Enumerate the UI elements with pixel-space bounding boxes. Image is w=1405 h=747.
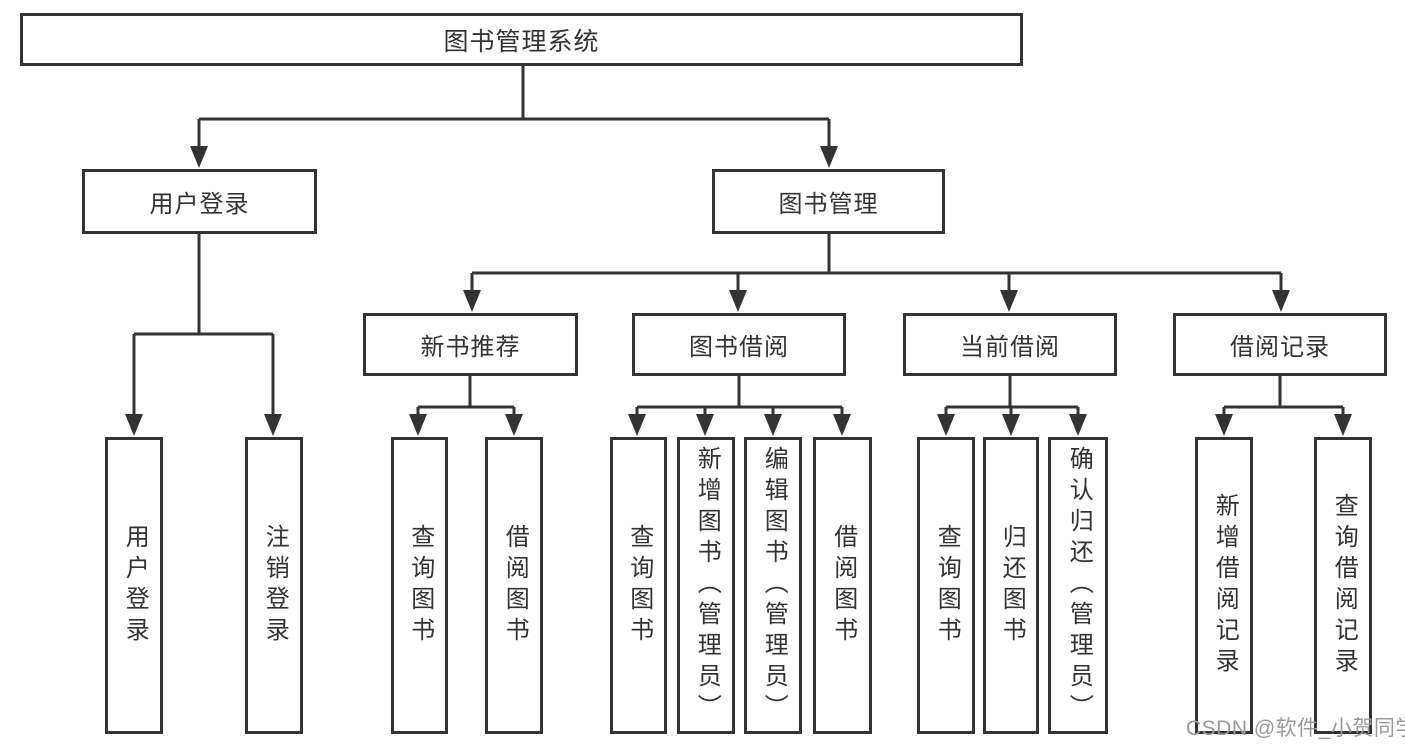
node-label: 查询借阅记录 [1330, 492, 1358, 679]
node-user-login-leaf: 用户登录 [105, 437, 163, 734]
node-label: 注销登录 [261, 523, 289, 648]
node-label: 查询图书 [933, 523, 961, 648]
node-book-management-branch: 图书管理 [712, 169, 945, 234]
node-current-borrowing: 当前借阅 [903, 313, 1117, 376]
node-label: 用户登录 [121, 523, 149, 648]
node-label: 新增借阅记录 [1211, 492, 1239, 679]
node-user-login-branch: 用户登录 [82, 169, 317, 234]
node-borrowing-records: 借阅记录 [1173, 313, 1387, 376]
node-logout-leaf: 注销登录 [245, 437, 303, 734]
node-library-management-system: 图书管理系统 [20, 13, 1023, 66]
node-label: 编辑图书（管理员） [760, 446, 788, 725]
node-label: 查询图书 [406, 523, 434, 648]
node-label: 借阅图书 [829, 523, 857, 648]
node-query-books-recommend: 查询图书 [391, 437, 448, 734]
node-label: 确认归还（管理员） [1065, 446, 1093, 725]
node-query-books-current: 查询图书 [917, 437, 975, 734]
node-add-borrow-record: 新增借阅记录 [1195, 437, 1253, 734]
node-query-borrow-record: 查询借阅记录 [1314, 437, 1372, 734]
node-query-books-borrowing: 查询图书 [610, 437, 667, 734]
node-book-borrowing: 图书借阅 [632, 313, 846, 376]
node-borrow-books-recommend: 借阅图书 [485, 437, 543, 734]
csdn-watermark: CSDN @软件_小贺同学 [1186, 717, 1405, 740]
node-label: 查询图书 [625, 523, 653, 648]
node-borrow-books-borrowing: 借阅图书 [813, 437, 872, 734]
node-label: 新增图书（管理员） [693, 446, 721, 725]
node-add-books-admin: 新增图书（管理员） [677, 437, 735, 734]
node-new-book-recommendation: 新书推荐 [363, 313, 578, 376]
node-return-books: 归还图书 [983, 437, 1039, 734]
node-label: 借阅图书 [501, 523, 529, 648]
node-edit-books-admin: 编辑图书（管理员） [744, 437, 802, 734]
node-label: 归还图书 [998, 523, 1026, 648]
node-confirm-return-admin: 确认归还（管理员） [1048, 437, 1108, 734]
